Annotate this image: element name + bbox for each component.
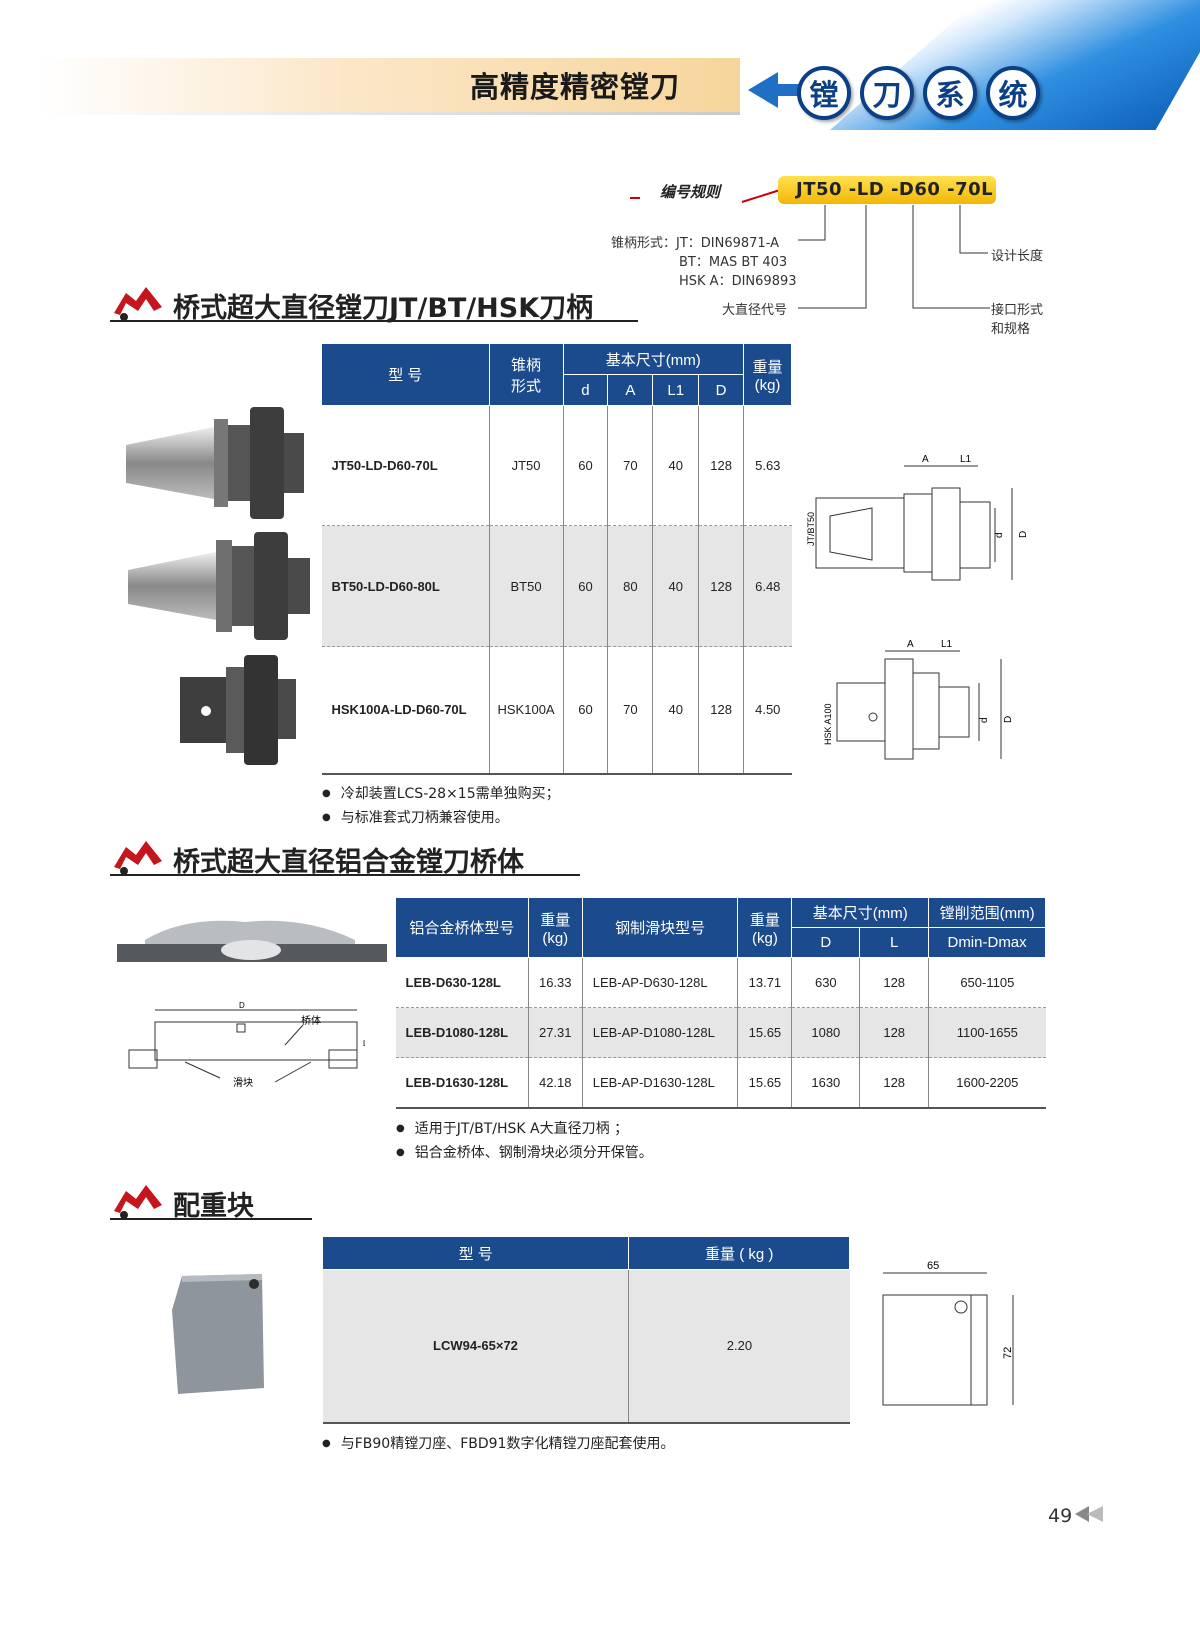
- section1-underline: [110, 320, 638, 322]
- svg-text:L1: L1: [960, 454, 972, 465]
- hsk100a-holder-image: [180, 655, 296, 765]
- svg-text:d: d: [979, 717, 990, 723]
- note-item: 适用于JT/BT/HSK A大直径刀柄 ；: [396, 1118, 628, 1138]
- section-logo-icon: [114, 287, 162, 321]
- svg-text:JT/BT50: JT/BT50: [806, 512, 816, 546]
- section1-title: 桥式超大直径镗刀JT/BT/HSK刀柄: [173, 293, 594, 324]
- col-A-header: A: [607, 374, 654, 406]
- jt-bt-drawing: A L1 JT/BT50 d D: [806, 454, 1029, 581]
- note-item: 铝合金桥体、钢制滑块必须分开保管。: [396, 1142, 653, 1162]
- section2-title: 桥式超大直径铝合金镗刀桥体: [173, 847, 524, 878]
- col-weight-header: 重量(kg): [743, 343, 792, 406]
- col-slider-model-header: 钢制滑块型号: [581, 897, 739, 958]
- large-diameter-note: 大直径代号: [722, 303, 788, 318]
- bridge-body-image: [117, 920, 387, 962]
- interface-note-1: 接口形式: [991, 303, 1044, 318]
- header-band: [40, 58, 740, 114]
- hsk-drawing: D A L1 HSK A100 d D: [823, 639, 1014, 760]
- page-title: 高精度精密镗刀: [470, 70, 681, 104]
- system-char-3: 系: [923, 66, 977, 120]
- code-example: JT50 -LD -D60 -70L: [778, 176, 996, 204]
- col-body-model-header: 铝合金桥体型号: [395, 897, 529, 958]
- col-d-header: d: [562, 374, 609, 406]
- note-item: 与FB90精镗刀座、FBD91数字化精镗刀座配套使用。: [322, 1433, 675, 1453]
- svg-text:L1: L1: [941, 639, 953, 650]
- counterweight-drawing: 65 72: [882, 1260, 1014, 1406]
- page-number: 49: [1048, 1505, 1073, 1527]
- col-range-header: 镗削范围(mm): [928, 897, 1046, 928]
- col-model-header: 型 号: [321, 1236, 630, 1270]
- section3-underline: [110, 1218, 312, 1220]
- arrow-left-icon: [748, 72, 828, 108]
- svg-text:HSK A100: HSK A100: [823, 703, 833, 745]
- section-logo-icon: [114, 841, 162, 875]
- col-L1-header: L1: [652, 374, 700, 406]
- note-item: 冷却装置LCS-28×15需单独购买；: [322, 783, 560, 803]
- svg-text:滑块: 滑块: [233, 1077, 253, 1089]
- svg-text:D: D: [1003, 716, 1014, 723]
- counterweight-image: [172, 1274, 264, 1394]
- col-basic-dim-header: 基本尺寸(mm): [791, 897, 930, 928]
- code-rule-leader-lines: [630, 189, 990, 309]
- svg-text:D: D: [239, 1001, 245, 1010]
- col-weight2-header: 重量(kg): [737, 897, 793, 958]
- col-L-header: L: [859, 927, 930, 958]
- col-shank-header: 锥柄形式: [488, 343, 564, 406]
- col-model-header: 型 号: [321, 343, 490, 406]
- shank-form-note: 锥柄形式：JT：DIN69871-A: [611, 236, 779, 251]
- table-row: LCW94-65×72 2.20: [322, 1269, 850, 1424]
- system-char-1: 镗: [797, 66, 851, 120]
- jt50-holder-image: [126, 407, 304, 519]
- system-char-2: 刀: [860, 66, 914, 120]
- col-D-header: D: [791, 927, 861, 958]
- svg-text:桥体: 桥体: [301, 1015, 321, 1027]
- system-char-4: 统: [986, 66, 1040, 120]
- shank-form-bt: BT：MAS BT 403: [679, 255, 788, 270]
- svg-text:D: D: [1018, 531, 1029, 538]
- bridge-drawing: D 桥体 滑块 L: [128, 1001, 365, 1089]
- col-D-header: D: [698, 374, 745, 406]
- col-basic-dim-header: 基本尺寸(mm): [562, 343, 745, 375]
- header-underline: [40, 112, 740, 115]
- note-item: 与标准套式刀柄兼容使用。: [322, 807, 509, 827]
- bt50-holder-image: [128, 532, 310, 640]
- section-logo-icon: [114, 1185, 162, 1219]
- interface-note-2: 和规格: [991, 322, 1031, 337]
- code-rule-label: 编号规则: [660, 183, 721, 201]
- col-weight-header: 重量(kg): [527, 897, 583, 958]
- svg-text:d: d: [994, 532, 1005, 538]
- section2-underline: [110, 874, 580, 876]
- counterweight-table: 型 号 重量 ( kg ) LCW94-65×72 2.20: [321, 1236, 850, 1424]
- holder-spec-table: 型 号 锥柄形式 基本尺寸(mm) 重量(kg) d A L1 D JT50-L…: [321, 343, 792, 775]
- col-weight-header: 重量 ( kg ): [628, 1236, 850, 1270]
- svg-text:A: A: [907, 639, 914, 650]
- double-arrow-left-icon: [1075, 1506, 1103, 1522]
- design-length-note: 设计长度: [991, 249, 1044, 264]
- section3-title: 配重块: [173, 1191, 254, 1222]
- svg-text:A: A: [922, 454, 929, 465]
- svg-text:L: L: [363, 1039, 365, 1048]
- shank-form-hsk: HSK A：DIN69893: [679, 274, 797, 289]
- svg-text:65: 65: [927, 1260, 939, 1272]
- svg-text:72: 72: [1002, 1347, 1014, 1359]
- col-dmin-header: Dmin-Dmax: [928, 927, 1046, 958]
- bridge-spec-table: 铝合金桥体型号 重量(kg) 钢制滑块型号 重量(kg) 基本尺寸(mm) 镗削…: [395, 897, 1046, 1109]
